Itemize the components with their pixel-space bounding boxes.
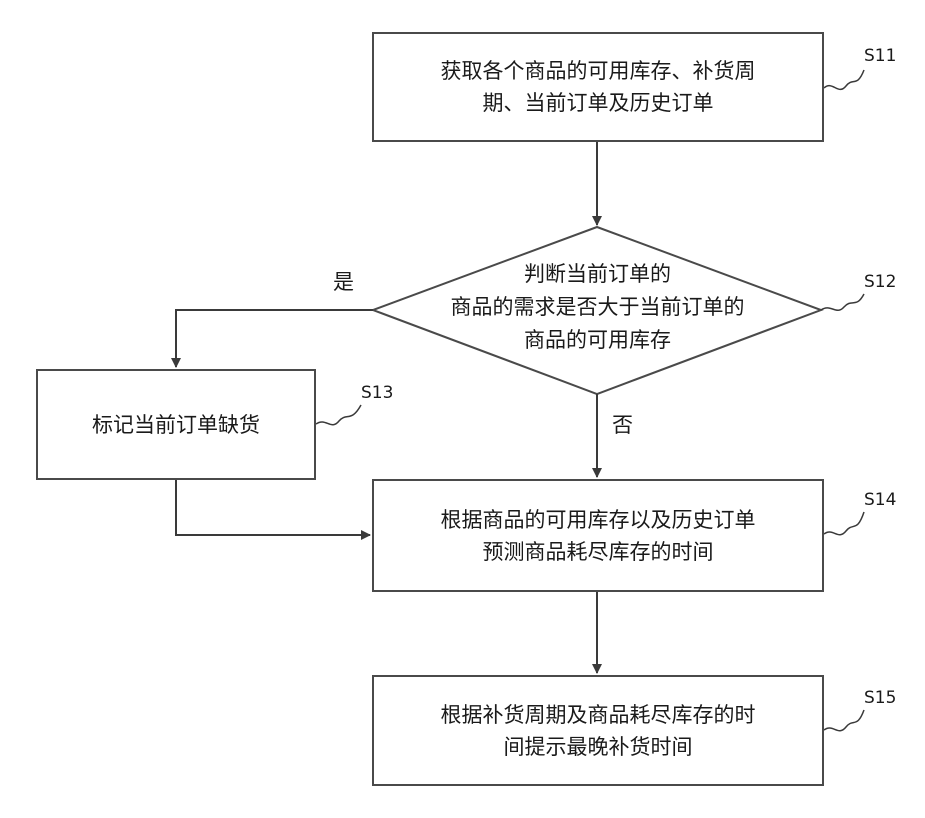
branch-label-yes: 是 [333,270,354,294]
step-id-s12: S12 [864,272,896,292]
leader-s15 [824,710,864,731]
leader-s13 [316,405,361,425]
step-s11-line-1: 获取各个商品的可用库存、补货周 [441,55,756,87]
step-s11-text: 获取各个商品的可用库存、补货周 期、当前订单及历史订单 [441,55,756,119]
leader-s12 [821,294,864,310]
step-id-s13: S13 [361,383,393,403]
step-id-s14: S14 [864,490,896,510]
step-s14-line-1: 根据商品的可用库存以及历史订单 [441,504,756,536]
arrow-s13-to-s14 [176,480,370,535]
step-s15-line-1: 根据补货周期及商品耗尽库存的时 [441,699,756,731]
step-s14-line-2: 预测商品耗尽库存的时间 [441,536,756,568]
step-s13-text: 标记当前订单缺货 [92,409,260,441]
step-s11-box: 获取各个商品的可用库存、补货周 期、当前订单及历史订单 [372,32,824,142]
step-s11-line-2: 期、当前订单及历史订单 [441,87,756,119]
leader-s14 [824,512,864,535]
step-s12-line-1: 判断当前订单的 [395,258,800,291]
step-s12-line-3: 商品的可用库存 [395,324,800,357]
step-id-s15: S15 [864,688,896,708]
step-s14-text: 根据商品的可用库存以及历史订单 预测商品耗尽库存的时间 [441,504,756,568]
step-s12-text: 判断当前订单的 商品的需求是否大于当前订单的 商品的可用库存 [395,258,800,357]
step-id-s11: S11 [864,46,896,66]
arrow-s12-yes-to-s13 [176,310,373,367]
step-s14-box: 根据商品的可用库存以及历史订单 预测商品耗尽库存的时间 [372,479,824,592]
leader-s11 [824,70,864,89]
step-s12-line-2: 商品的需求是否大于当前订单的 [395,291,800,324]
branch-label-no: 否 [612,413,633,437]
step-s15-line-2: 间提示最晚补货时间 [441,731,756,763]
step-s15-box: 根据补货周期及商品耗尽库存的时 间提示最晚补货时间 [372,675,824,786]
step-s15-text: 根据补货周期及商品耗尽库存的时 间提示最晚补货时间 [441,699,756,763]
step-s13-box: 标记当前订单缺货 [36,369,316,480]
